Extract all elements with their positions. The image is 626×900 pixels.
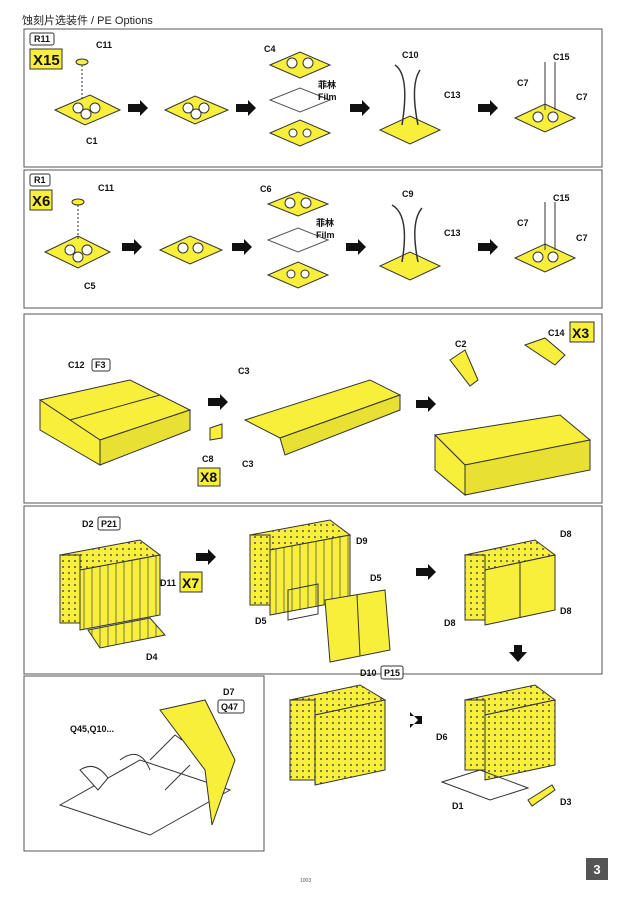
step4-p21: P21 bbox=[101, 519, 117, 529]
footer-code: 1003 bbox=[300, 878, 312, 884]
step4-d9: D9 bbox=[356, 536, 368, 546]
step3-c12: C12 bbox=[68, 360, 85, 370]
step3-c14-qty: X3 bbox=[572, 325, 589, 341]
step1-qty: X15 bbox=[33, 52, 60, 69]
step4-d11: D11 bbox=[160, 578, 176, 588]
step2-c7b: C7 bbox=[576, 233, 588, 243]
step4-d10: D10 bbox=[360, 668, 377, 678]
step1-film-en: Film bbox=[318, 92, 337, 102]
step4-d5b: D5 bbox=[255, 616, 267, 626]
step5-group: Q45,Q10... D7 Q47 D6 D1 D3 bbox=[58, 684, 572, 836]
step1-film-cn: 菲林 bbox=[318, 79, 337, 90]
step1-c11: C11 bbox=[96, 40, 112, 50]
panel-step-4 bbox=[23, 505, 603, 675]
step2-c15: C15 bbox=[553, 193, 570, 203]
step5-q-label: Q45,Q10... bbox=[70, 724, 114, 734]
step5-d6: D6 bbox=[436, 732, 448, 742]
page-header: 蚀刻片选装件 / PE Options bbox=[22, 15, 153, 27]
step2-ref-label: R1 bbox=[34, 175, 46, 185]
step2-c6: C6 bbox=[260, 184, 272, 194]
step3-c8: C8 bbox=[202, 454, 214, 464]
step3-c3b: C3 bbox=[242, 459, 254, 469]
step4-d4: D4 bbox=[146, 652, 158, 662]
step4-d5a: D5 bbox=[370, 573, 382, 583]
step1-c10: C10 bbox=[402, 50, 419, 60]
step2-c13: C13 bbox=[444, 228, 461, 238]
step2-group: R1 X6 C11 C5 C6 菲林 Film C9 C13 bbox=[29, 173, 588, 291]
step5-q47: Q47 bbox=[221, 702, 238, 712]
step1-ref-label: R11 bbox=[34, 34, 50, 44]
step4-group: D2 P21 D11 X7 D4 D9 D5 D5 D10 P15 D8 D8 … bbox=[58, 516, 572, 680]
step3-c8-qty: X8 bbox=[200, 469, 217, 485]
step3-group: C12 F3 C3 C8 X8 C3 C2 C14 X3 bbox=[38, 321, 595, 497]
step3-c3a: C3 bbox=[238, 366, 250, 376]
step1-c7a: C7 bbox=[517, 78, 529, 88]
step4-d2: D2 bbox=[82, 519, 94, 529]
step4-d8a: D8 bbox=[560, 529, 572, 539]
step5-d7: D7 bbox=[223, 687, 235, 697]
step2-film-cn: 菲林 bbox=[316, 217, 335, 228]
step1-c7b: C7 bbox=[576, 92, 588, 102]
step1-c4: C4 bbox=[264, 44, 276, 54]
step1-group: R11 X15 C11 C1 C4 菲林 Film C10 C13 bbox=[29, 32, 588, 147]
step2-c9: C9 bbox=[402, 189, 414, 199]
step3-c2: C2 bbox=[455, 339, 467, 349]
step1-c15: C15 bbox=[553, 52, 570, 62]
step3-c14: C14 bbox=[548, 328, 565, 338]
step2-c7a: C7 bbox=[517, 218, 529, 228]
step3-f3: F3 bbox=[95, 360, 106, 370]
step5-d3: D3 bbox=[560, 797, 572, 807]
step4-p15: P15 bbox=[384, 668, 400, 678]
step5-d1: D1 bbox=[452, 801, 464, 811]
panel-step-5-left bbox=[23, 675, 265, 852]
step4-d11-qty: X7 bbox=[182, 575, 199, 591]
step2-c5: C5 bbox=[84, 281, 96, 291]
panel-step-1 bbox=[23, 28, 603, 168]
step4-d8c: D8 bbox=[560, 606, 572, 616]
panel-step-3 bbox=[23, 313, 603, 504]
step1-c1: C1 bbox=[86, 136, 98, 146]
panel-step-2 bbox=[23, 169, 603, 309]
step2-c11: C11 bbox=[98, 183, 114, 193]
step2-qty: X6 bbox=[32, 193, 50, 210]
page-number: 3 bbox=[586, 858, 608, 880]
step4-d8b: D8 bbox=[444, 618, 456, 628]
step2-film-en: Film bbox=[316, 230, 335, 240]
step1-c13: C13 bbox=[444, 90, 461, 100]
